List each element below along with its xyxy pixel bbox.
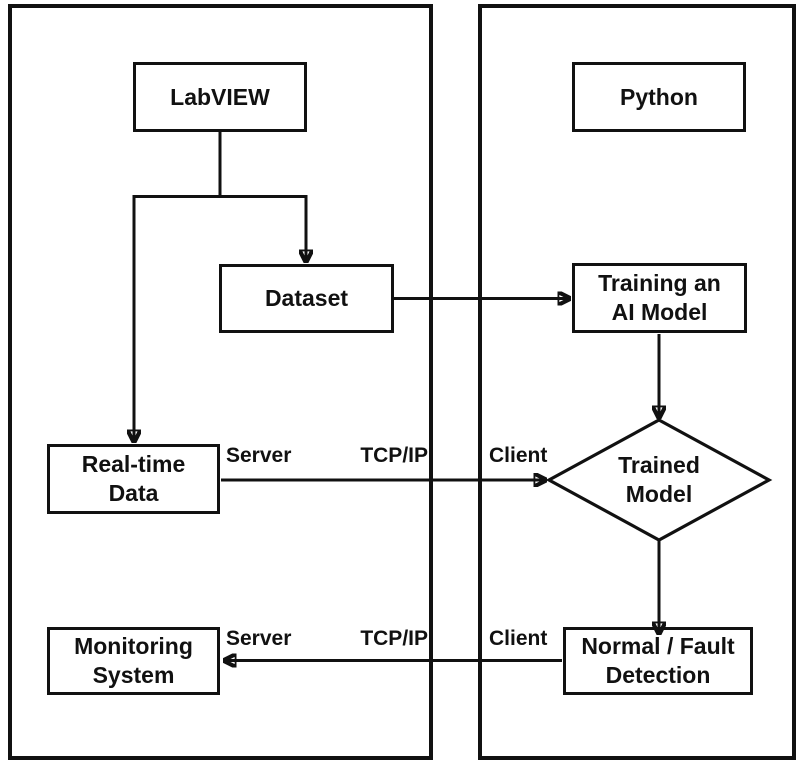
node-monitoring-line2: System	[92, 662, 175, 688]
edge-label-tcpip-top: TCP/IP	[360, 444, 428, 467]
python-environment-frame	[478, 4, 796, 760]
node-trained-line2: Model	[625, 481, 693, 507]
node-dataset-label: Dataset	[264, 285, 349, 311]
node-detection-line2: Detection	[605, 662, 711, 688]
node-training-line2: AI Model	[611, 299, 708, 325]
node-training-ai-model: Training an AI Model	[572, 263, 747, 333]
node-python-label: Python	[620, 83, 698, 110]
node-realtime-line1: Real-time	[81, 451, 186, 477]
node-realtime-line2: Data	[108, 480, 159, 506]
node-dataset: Dataset	[219, 264, 394, 333]
node-monitoring-system: Monitoring System	[47, 627, 220, 695]
node-labview: LabVIEW	[133, 62, 307, 132]
edge-label-tcpip-bottom: TCP/IP	[360, 627, 428, 650]
edge-label-server-top: Server	[226, 444, 292, 467]
node-training-line1: Training an	[598, 270, 721, 296]
node-python: Python	[572, 62, 746, 132]
node-labview-label: LabVIEW	[170, 83, 270, 110]
edge-label-client-top: Client	[489, 444, 548, 467]
node-real-time-data: Real-time Data	[47, 444, 220, 514]
edge-label-server-bottom: Server	[226, 627, 292, 650]
edge-label-client-bottom: Client	[489, 627, 548, 650]
labview-environment-frame	[8, 4, 433, 760]
node-trained-line1: Trained	[618, 452, 700, 478]
node-detection-line1: Normal / Fault	[581, 633, 735, 659]
node-trained-model-label: Trained Model	[583, 449, 735, 511]
node-monitoring-line1: Monitoring	[74, 633, 193, 659]
node-normal-fault-detection: Normal / Fault Detection	[563, 627, 753, 695]
